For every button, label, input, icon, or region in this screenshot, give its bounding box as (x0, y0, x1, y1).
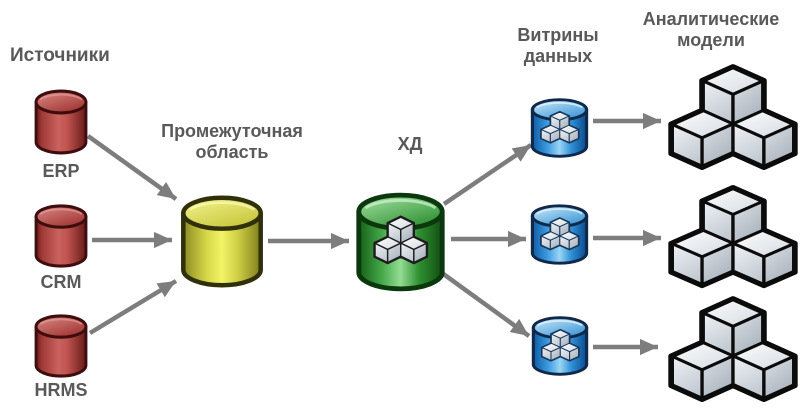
erp-database-icon (34, 89, 88, 155)
data-mart-1-cylinder-icon (530, 98, 589, 158)
staging-area-cylinder-icon (177, 192, 267, 291)
data-warehouse-cylinder-icon (352, 189, 449, 295)
data-mart-3-cylinder-icon (531, 316, 589, 376)
arrow-erp-to-staging (86, 134, 178, 201)
data-mart-2-cylinder-icon (530, 204, 589, 265)
analytical-model-2-cubes-icon (666, 183, 800, 291)
heading-sources: Источники (10, 45, 110, 66)
heading-staging-area: Промежуточная область (161, 121, 303, 162)
hrms-label: HRMS (34, 380, 88, 400)
heading-data-marts: Витрины данных (517, 25, 599, 66)
crm-database-icon (34, 204, 88, 268)
arrow-dwh-to-mart-3 (440, 271, 531, 338)
hrms-database-icon (34, 314, 88, 378)
erp-label: ERP (42, 161, 80, 181)
analytical-model-3-cubes-icon (666, 294, 800, 405)
heading-data-warehouse: ХД (397, 134, 423, 154)
heading-analytical-models: Аналитические модели (642, 9, 780, 50)
arrow-dwh-to-mart-1 (442, 143, 533, 206)
crm-label: CRM (40, 272, 82, 292)
arrow-hrms-to-staging (88, 279, 178, 335)
analytical-model-1-cubes-icon (666, 62, 800, 173)
